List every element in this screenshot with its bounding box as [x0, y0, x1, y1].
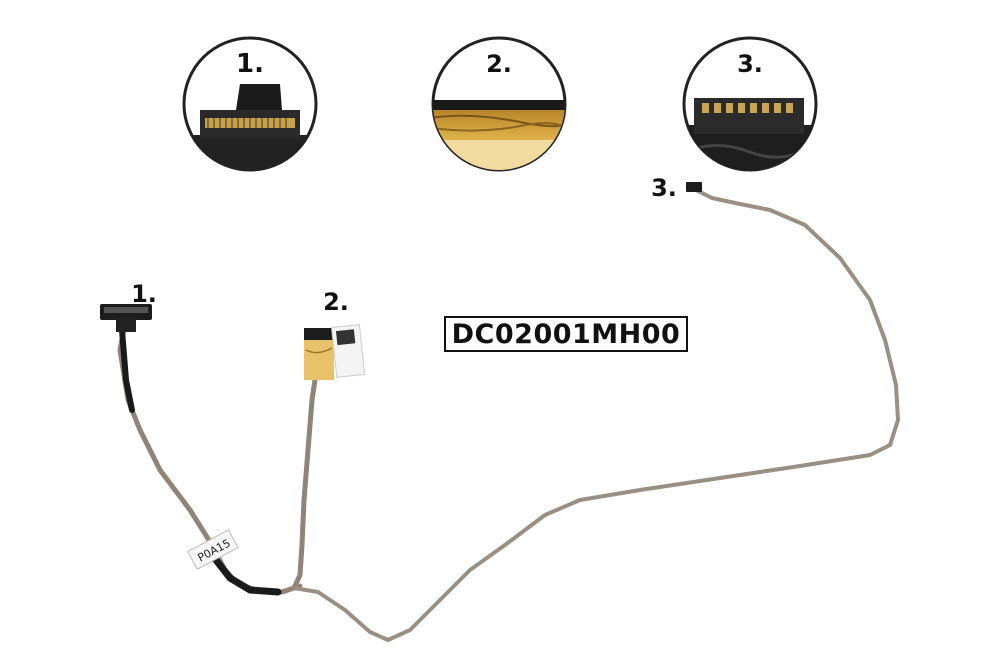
connector-3: [686, 182, 702, 192]
cable-label-3: 3.: [651, 174, 677, 202]
cable-assembly: [117, 188, 900, 642]
zoom-label-3: 3.: [737, 50, 763, 78]
zoom-label-1: 1.: [236, 49, 264, 79]
cable-label-1: 1.: [131, 280, 157, 308]
cable-label-2: 2.: [323, 288, 349, 316]
zoom-label-2: 2.: [486, 50, 512, 78]
zoom-circle-connector-3: 3.: [682, 36, 818, 172]
connector-1: [100, 304, 152, 332]
part-number-label: DC02001MH00: [444, 316, 688, 352]
cable-sticker: P0A15: [187, 529, 239, 570]
zoom-circle-connector-2: 2.: [431, 36, 567, 172]
zoom-circle-connector-1: 1.: [182, 36, 318, 172]
connector-2: [304, 324, 366, 380]
